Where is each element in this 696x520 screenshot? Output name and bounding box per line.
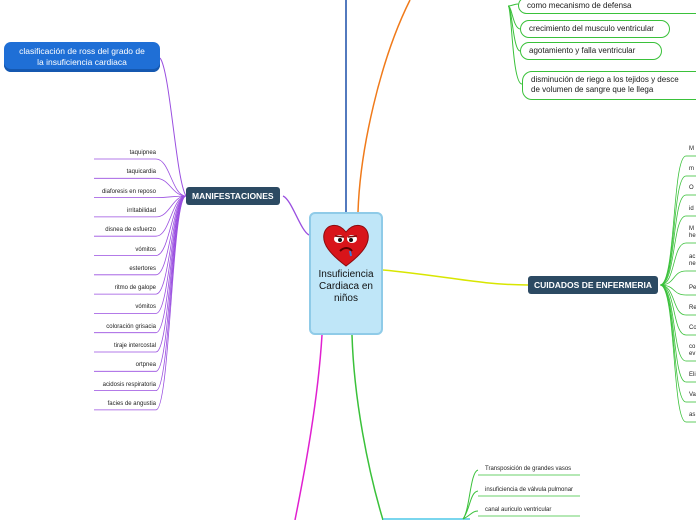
cuidado-line: M bbox=[689, 226, 694, 232]
cuidado-line: ne bbox=[689, 261, 696, 267]
cuidado-item[interactable]: Pe bbox=[689, 285, 696, 292]
connector bbox=[659, 194, 687, 286]
cuidado-item[interactable]: O bbox=[689, 185, 694, 192]
connector bbox=[659, 270, 687, 286]
cuidado-item[interactable]: Co bbox=[689, 325, 696, 332]
causa-item[interactable]: insuficiencia de válvula pulmonar bbox=[485, 487, 574, 493]
compensacion-item-4[interactable]: disminución de riego a los tejidos y des… bbox=[522, 71, 696, 100]
heart-illustration bbox=[320, 220, 372, 277]
manifestacion-item[interactable]: irritabilidad bbox=[126, 207, 156, 214]
connector bbox=[659, 284, 687, 423]
manifestacion-item[interactable]: acidosis respiratoria bbox=[102, 381, 156, 388]
manifestacion-item[interactable]: tiraje intercostal bbox=[113, 343, 156, 349]
manifestacion-item[interactable]: facies de angustia bbox=[107, 400, 156, 407]
compensacion-item-3[interactable]: agotamiento y falla ventricular bbox=[520, 42, 662, 60]
cuidados-node[interactable]: CUIDADOS DE ENFERMERIA bbox=[528, 276, 659, 294]
cuidado-line: id bbox=[689, 206, 694, 212]
center-topic[interactable]: Insuficiencia Cardiaca en niños bbox=[309, 212, 383, 335]
cuidado-line: ev bbox=[689, 351, 696, 357]
manifestacion-item[interactable]: coloración grisacia bbox=[106, 323, 156, 330]
manifestaciones-node[interactable]: MANIFESTACIONES bbox=[186, 187, 280, 205]
causa-item[interactable]: Transposición de grandes vasos bbox=[485, 466, 572, 472]
clasificacion-node[interactable]: clasificación de ross del grado de la in… bbox=[4, 42, 160, 72]
cuidado-line: Re bbox=[689, 305, 696, 311]
connector bbox=[659, 175, 687, 286]
cuidado-line: as bbox=[689, 412, 696, 418]
cuidado-line: Eli bbox=[689, 372, 696, 378]
connector bbox=[155, 177, 187, 197]
cuidado-item[interactable]: M bbox=[689, 146, 694, 153]
connector bbox=[155, 158, 187, 197]
cuidado-item[interactable]: id bbox=[689, 206, 694, 213]
center-title: Insuficiencia Cardiaca en niños bbox=[318, 269, 374, 304]
cuidado-line: M bbox=[689, 146, 694, 152]
manifestacion-item[interactable]: ortpnea bbox=[135, 362, 156, 369]
manifestacion-item[interactable]: vómitos bbox=[135, 246, 156, 253]
cuidado-line: m bbox=[689, 166, 694, 172]
cuidado-line: co bbox=[689, 344, 696, 350]
connector bbox=[659, 155, 687, 286]
compensacion-item-2[interactable]: crecimiento del musculo ventricular bbox=[520, 20, 670, 38]
manifestacion-item[interactable]: taquicardia bbox=[126, 169, 156, 176]
manifestacion-item[interactable]: taquipnea bbox=[129, 150, 156, 156]
connector bbox=[155, 195, 187, 411]
connector bbox=[659, 215, 687, 286]
cuidado-line: he bbox=[689, 233, 696, 239]
manifestacion-item[interactable]: disnea de esfuerzo bbox=[105, 227, 156, 234]
cuidado-item[interactable]: as bbox=[689, 412, 695, 419]
cuidado-item[interactable]: Re bbox=[689, 305, 696, 312]
compensacion-item-1[interactable]: como mecanismo de defensa bbox=[518, 0, 696, 14]
causa-item[interactable]: canal auriculo ventricular bbox=[485, 507, 552, 513]
cuidado-line: Co bbox=[689, 325, 696, 331]
manifestacion-item[interactable]: ritmo de galope bbox=[114, 285, 156, 292]
cuidado-item[interactable]: Va bbox=[689, 392, 696, 399]
manifestacion-item[interactable]: vómitos bbox=[135, 304, 156, 311]
cuidado-line: Pe bbox=[689, 285, 696, 291]
cuidado-line: Va bbox=[689, 392, 696, 398]
connector bbox=[659, 284, 687, 362]
connector bbox=[659, 242, 687, 286]
cuidado-line: ac bbox=[689, 254, 696, 260]
connector bbox=[155, 195, 187, 353]
manifestacion-item[interactable]: diaforesis en reposo bbox=[101, 188, 156, 195]
cuidado-line: O bbox=[689, 185, 694, 191]
manifestacion-item[interactable]: estertores bbox=[129, 265, 156, 272]
cuidado-item[interactable]: m bbox=[689, 166, 694, 173]
cuidado-item[interactable]: Eli bbox=[689, 372, 696, 379]
